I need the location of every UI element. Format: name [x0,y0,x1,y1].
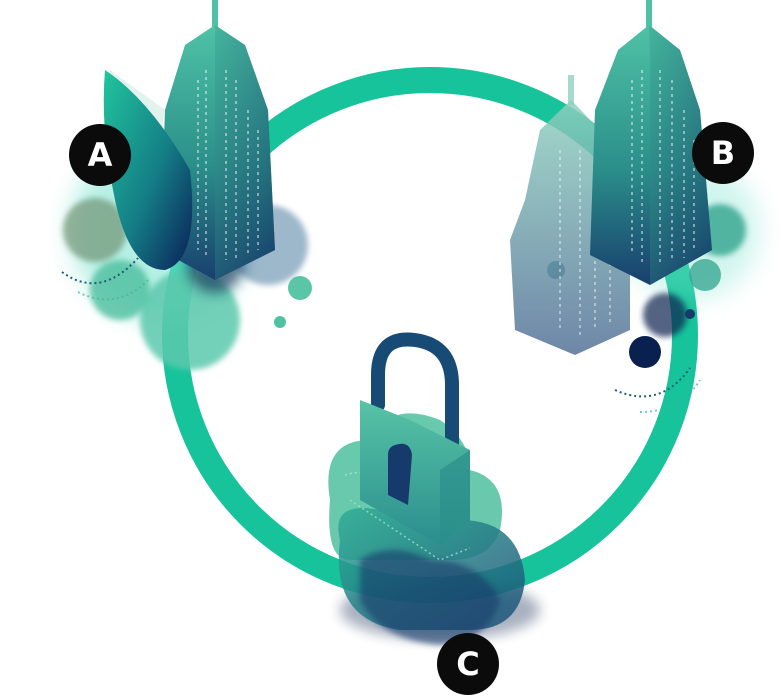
left-building-cluster [61,0,312,370]
marker-c-label: C [456,645,479,683]
marker-b: B [692,122,754,184]
padlock-icon [360,332,470,545]
marker-a-label: A [88,136,113,174]
marker-a: A [69,124,131,186]
right-building-cluster [510,0,760,413]
marker-b-label: B [711,134,735,172]
lock-cloud-cluster [328,332,540,645]
marker-c: C [437,633,499,695]
